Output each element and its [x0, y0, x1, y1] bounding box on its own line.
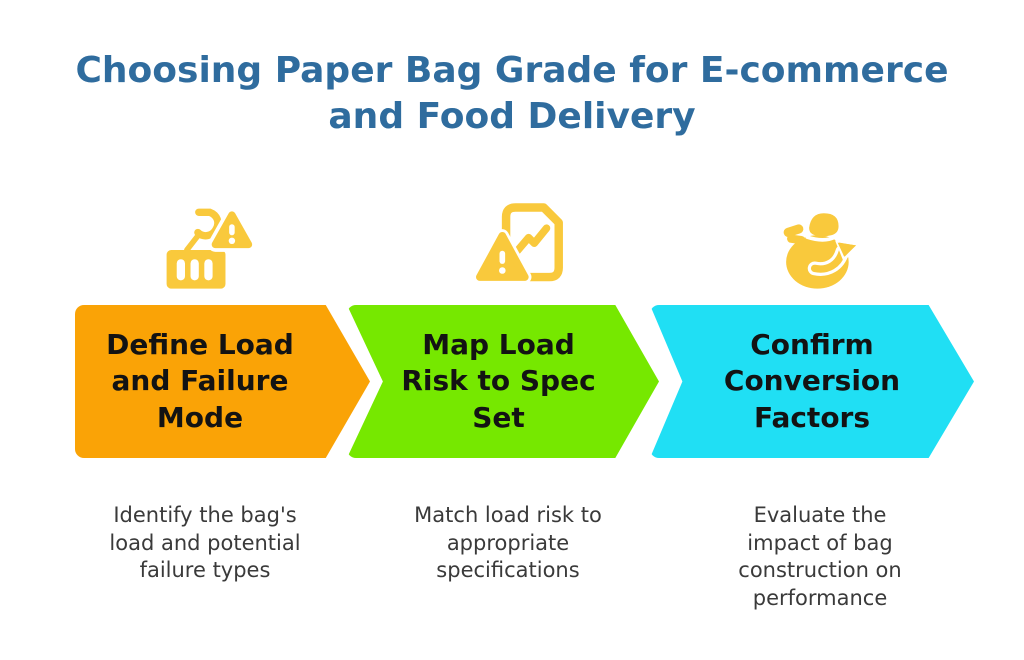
step-1-arrow: Define Load and Failure Mode [75, 305, 370, 458]
money-bag-conversion-icon [776, 204, 868, 296]
step-3-label: Confirm Conversion Factors [723, 327, 901, 434]
step-1-label: Define Load and Failure Mode [106, 327, 294, 434]
crane-load-warning-icon [162, 204, 254, 296]
step-2-arrow: Map Load Risk to Spec Set [347, 305, 659, 458]
step-3-arrow: Confirm Conversion Factors [650, 305, 974, 458]
step-2-description: Match load risk to appropriate specifica… [414, 503, 602, 583]
spec-chart-warning-icon [476, 200, 570, 294]
step-2-label: Map Load Risk to Spec Set [401, 327, 596, 434]
step-1-description: Identify the bag's load and potential fa… [109, 503, 301, 583]
step-3-description: Evaluate the impact of bag construction … [738, 503, 902, 611]
page-title: Choosing Paper Bag Grade for E-commerce … [75, 50, 949, 138]
